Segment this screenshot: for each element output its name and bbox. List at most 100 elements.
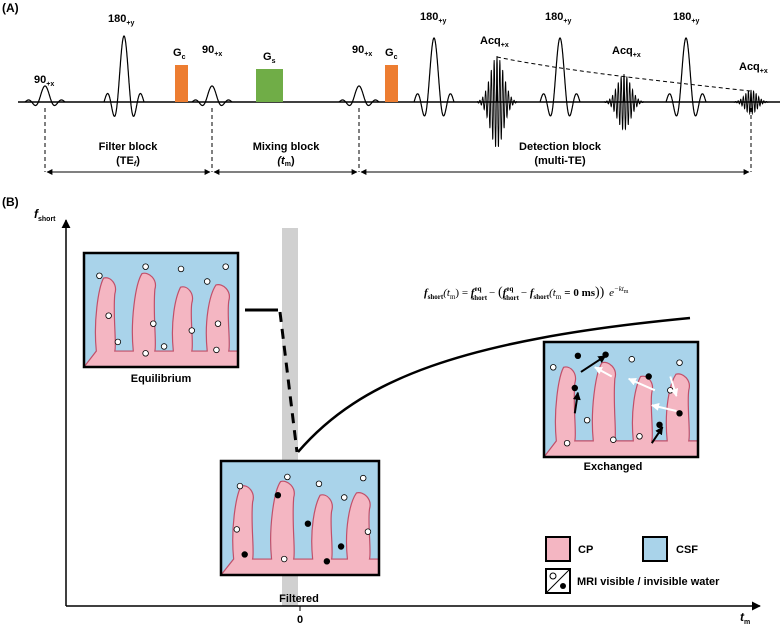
- invisible-water-dot: [304, 520, 312, 527]
- inset-border: [82, 251, 240, 369]
- visible-water-dot: [96, 272, 103, 279]
- mixing-block-param: (tm): [277, 155, 295, 168]
- panel-b-label: (B): [2, 195, 19, 209]
- legend: CP CSF MRI visible / invisible water: [545, 536, 720, 594]
- legend-csf-swatch: [642, 536, 668, 562]
- visible-water-dot: [222, 263, 229, 270]
- legend-csf-label: CSF: [676, 544, 698, 556]
- exchanged-caption: Exchanged: [584, 461, 643, 473]
- legend-invisible-water-dot: [560, 583, 566, 589]
- visible-water-dot: [284, 473, 291, 481]
- visible-water-dot: [628, 356, 635, 363]
- recovery-curve: [297, 316, 691, 453]
- label-180y-2: 180+y: [420, 11, 446, 25]
- visible-water-dot: [233, 526, 240, 533]
- label-90x-3: 90+x: [352, 44, 372, 58]
- black-exchange-arrow: [650, 426, 664, 444]
- rf-pulse-90x-3: [338, 85, 380, 107]
- invisible-water-dot: [241, 551, 248, 558]
- cp-tissue: [219, 480, 380, 576]
- filtered-inset: [219, 459, 381, 577]
- invisible-water-dot: [574, 352, 582, 359]
- equilibrium-caption: Equilibrium: [131, 373, 192, 385]
- pulse-sequence: [18, 35, 780, 175]
- exchanged-inset: [542, 340, 700, 459]
- visible-water-dot: [203, 278, 211, 285]
- black-exchange-arrow: [580, 354, 607, 373]
- zero-tick-label: 0: [297, 614, 303, 626]
- detection-block-title: Detection block: [519, 141, 602, 153]
- label-acq-3: Acq+x: [739, 61, 768, 75]
- y-axis-label: fshort: [34, 207, 56, 223]
- visible-water-dot: [214, 320, 222, 327]
- gc-gradient-2: [385, 65, 398, 102]
- visible-water-dot: [213, 346, 220, 354]
- label-gc-1: Gc: [173, 47, 186, 61]
- label-gs: Gs: [263, 51, 276, 65]
- visible-water-dot: [563, 440, 571, 447]
- invisible-water-dot: [676, 410, 683, 417]
- rf-pulse-180y-1: [103, 35, 145, 117]
- label-acq-2: Acq+x: [612, 45, 641, 59]
- invisible-water-dot: [337, 543, 345, 550]
- legend-water-divider: [545, 568, 571, 594]
- rf-pulse-180y-2: [413, 37, 455, 117]
- visible-water-dot: [610, 436, 617, 443]
- invisible-water-dot: [656, 421, 663, 428]
- gs-gradient: [256, 69, 283, 102]
- filter-drop-dashed: [278, 311, 299, 453]
- label-180y-1: 180+y: [108, 13, 134, 27]
- legend-cp-swatch: [545, 536, 571, 562]
- cp-tissue: [82, 272, 239, 368]
- visible-water-dot: [667, 387, 674, 394]
- visible-water-dot: [583, 417, 591, 424]
- legend-cp-label: CP: [578, 544, 593, 556]
- filtered-caption: Filtered: [279, 593, 319, 605]
- label-gc-2: Gc: [385, 47, 398, 61]
- visible-water-dot: [105, 312, 112, 319]
- visible-water-dot: [636, 433, 643, 440]
- white-exchange-arrow: [594, 366, 613, 378]
- inset-border: [219, 459, 381, 577]
- detection-block-param: (multi-TE): [534, 155, 586, 167]
- white-exchange-arrow: [669, 376, 679, 397]
- gc-gradient-1: [175, 65, 188, 102]
- equilibrium-inset: [82, 251, 240, 369]
- visible-water-dot: [142, 263, 149, 270]
- black-exchange-arrow: [572, 391, 581, 414]
- invisible-water-dot: [323, 558, 331, 565]
- visible-water-dot: [142, 350, 149, 357]
- rf-pulse-90x-2: [191, 85, 233, 107]
- echo-acq-2: [604, 73, 644, 131]
- mixing-block-title: Mixing block: [253, 141, 321, 153]
- rf-pulse-180y-3: [539, 37, 581, 117]
- visible-water-dot: [114, 338, 122, 346]
- visible-water-dot: [188, 327, 195, 334]
- filter-block-title: Filter block: [99, 141, 159, 153]
- rf-pulse-90x-1: [24, 85, 66, 107]
- label-90x-1: 90+x: [34, 74, 54, 88]
- visible-water-dot: [364, 528, 372, 535]
- label-180y-3: 180+y: [545, 11, 571, 25]
- x-axis-label: tm: [740, 610, 750, 626]
- inset-border: [542, 340, 700, 459]
- echo-decay-envelope: [496, 56, 751, 92]
- white-exchange-arrow: [627, 377, 656, 392]
- echo-acq-1: [476, 55, 518, 147]
- visible-water-dot: [315, 480, 323, 487]
- visible-water-dot: [160, 343, 168, 350]
- visible-water-dot: [360, 474, 367, 482]
- invisible-water-dot: [645, 373, 652, 380]
- echo-acq-3: [733, 89, 769, 116]
- label-acq-1: Acq+x: [480, 35, 509, 49]
- legend-water-label: MRI visible / invisible water: [577, 576, 720, 588]
- visible-water-dot: [177, 265, 185, 273]
- invisible-water-dot: [571, 384, 578, 392]
- filter-block-param: (TEf): [116, 155, 140, 168]
- rf-pulse-180y-4: [665, 37, 707, 117]
- visible-water-dot: [236, 482, 244, 490]
- panel-a-label: (A): [2, 1, 19, 15]
- visible-water-dot: [550, 364, 557, 371]
